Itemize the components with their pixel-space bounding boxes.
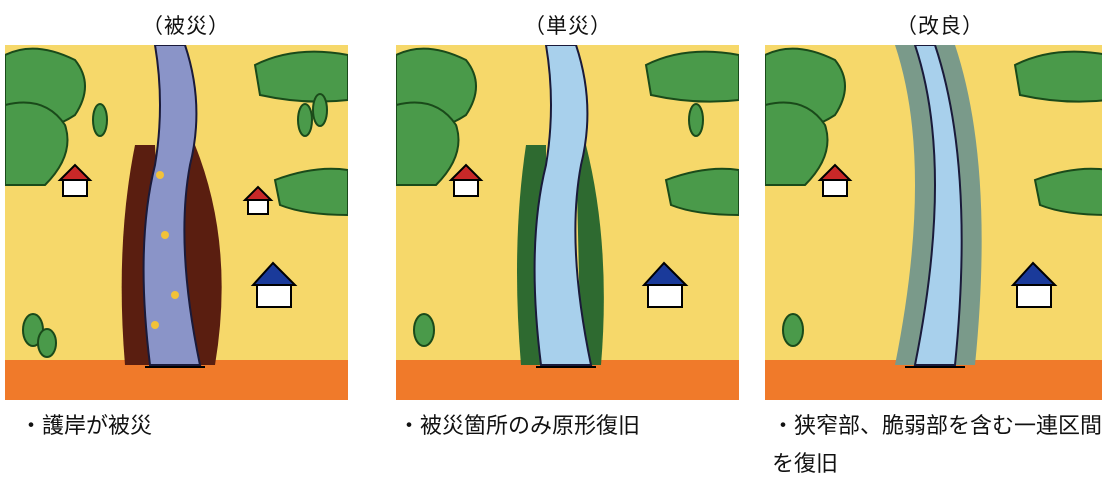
tree-cluster bbox=[396, 101, 460, 186]
debris bbox=[171, 291, 179, 299]
tree-cluster bbox=[644, 50, 739, 103]
tree bbox=[688, 103, 704, 137]
tree bbox=[37, 328, 57, 358]
illustration-improvement bbox=[765, 45, 1102, 400]
illustration-single-repair bbox=[396, 45, 739, 400]
house bbox=[817, 163, 853, 197]
debris bbox=[161, 231, 169, 239]
panel-title-damaged: （被災） bbox=[142, 14, 230, 38]
house bbox=[242, 185, 274, 215]
improved-bank-left bbox=[895, 45, 935, 365]
tree-cluster bbox=[1033, 167, 1102, 216]
house bbox=[448, 163, 484, 197]
caption-single-repair: ・被災箇所のみ原形復旧 bbox=[398, 414, 641, 439]
tree bbox=[782, 313, 804, 347]
river-clear bbox=[913, 45, 963, 366]
tree-cluster bbox=[664, 167, 739, 217]
panel-title-improvement: （改良） bbox=[896, 14, 984, 38]
caption-improvement: ・狭窄部、脆弱部を含む一連区間を復旧 bbox=[772, 414, 1102, 477]
panel-title-single-repair: （単災） bbox=[524, 14, 612, 38]
improved-bank-right bbox=[935, 45, 982, 365]
debris bbox=[156, 171, 164, 179]
tree-cluster bbox=[5, 101, 69, 186]
tree-cluster bbox=[273, 167, 348, 217]
river-clear bbox=[533, 45, 593, 366]
house bbox=[250, 261, 298, 308]
tree-cluster bbox=[1013, 50, 1102, 103]
panel-improvement bbox=[765, 45, 1102, 400]
house bbox=[641, 261, 689, 308]
tree bbox=[413, 313, 435, 347]
tree bbox=[312, 93, 328, 127]
tree bbox=[92, 103, 108, 137]
illustration-damaged bbox=[5, 45, 348, 400]
tree-cluster bbox=[253, 50, 348, 103]
panel-single-repair bbox=[396, 45, 739, 400]
tree-cluster bbox=[765, 101, 829, 186]
house bbox=[57, 163, 93, 197]
panel-damaged bbox=[5, 45, 348, 400]
repaired-bank-right bbox=[576, 145, 604, 365]
tree bbox=[297, 103, 313, 137]
river-damaged bbox=[142, 45, 202, 366]
debris bbox=[151, 321, 159, 329]
house bbox=[1010, 261, 1058, 308]
caption-damaged: ・護岸が被災 bbox=[20, 414, 153, 439]
